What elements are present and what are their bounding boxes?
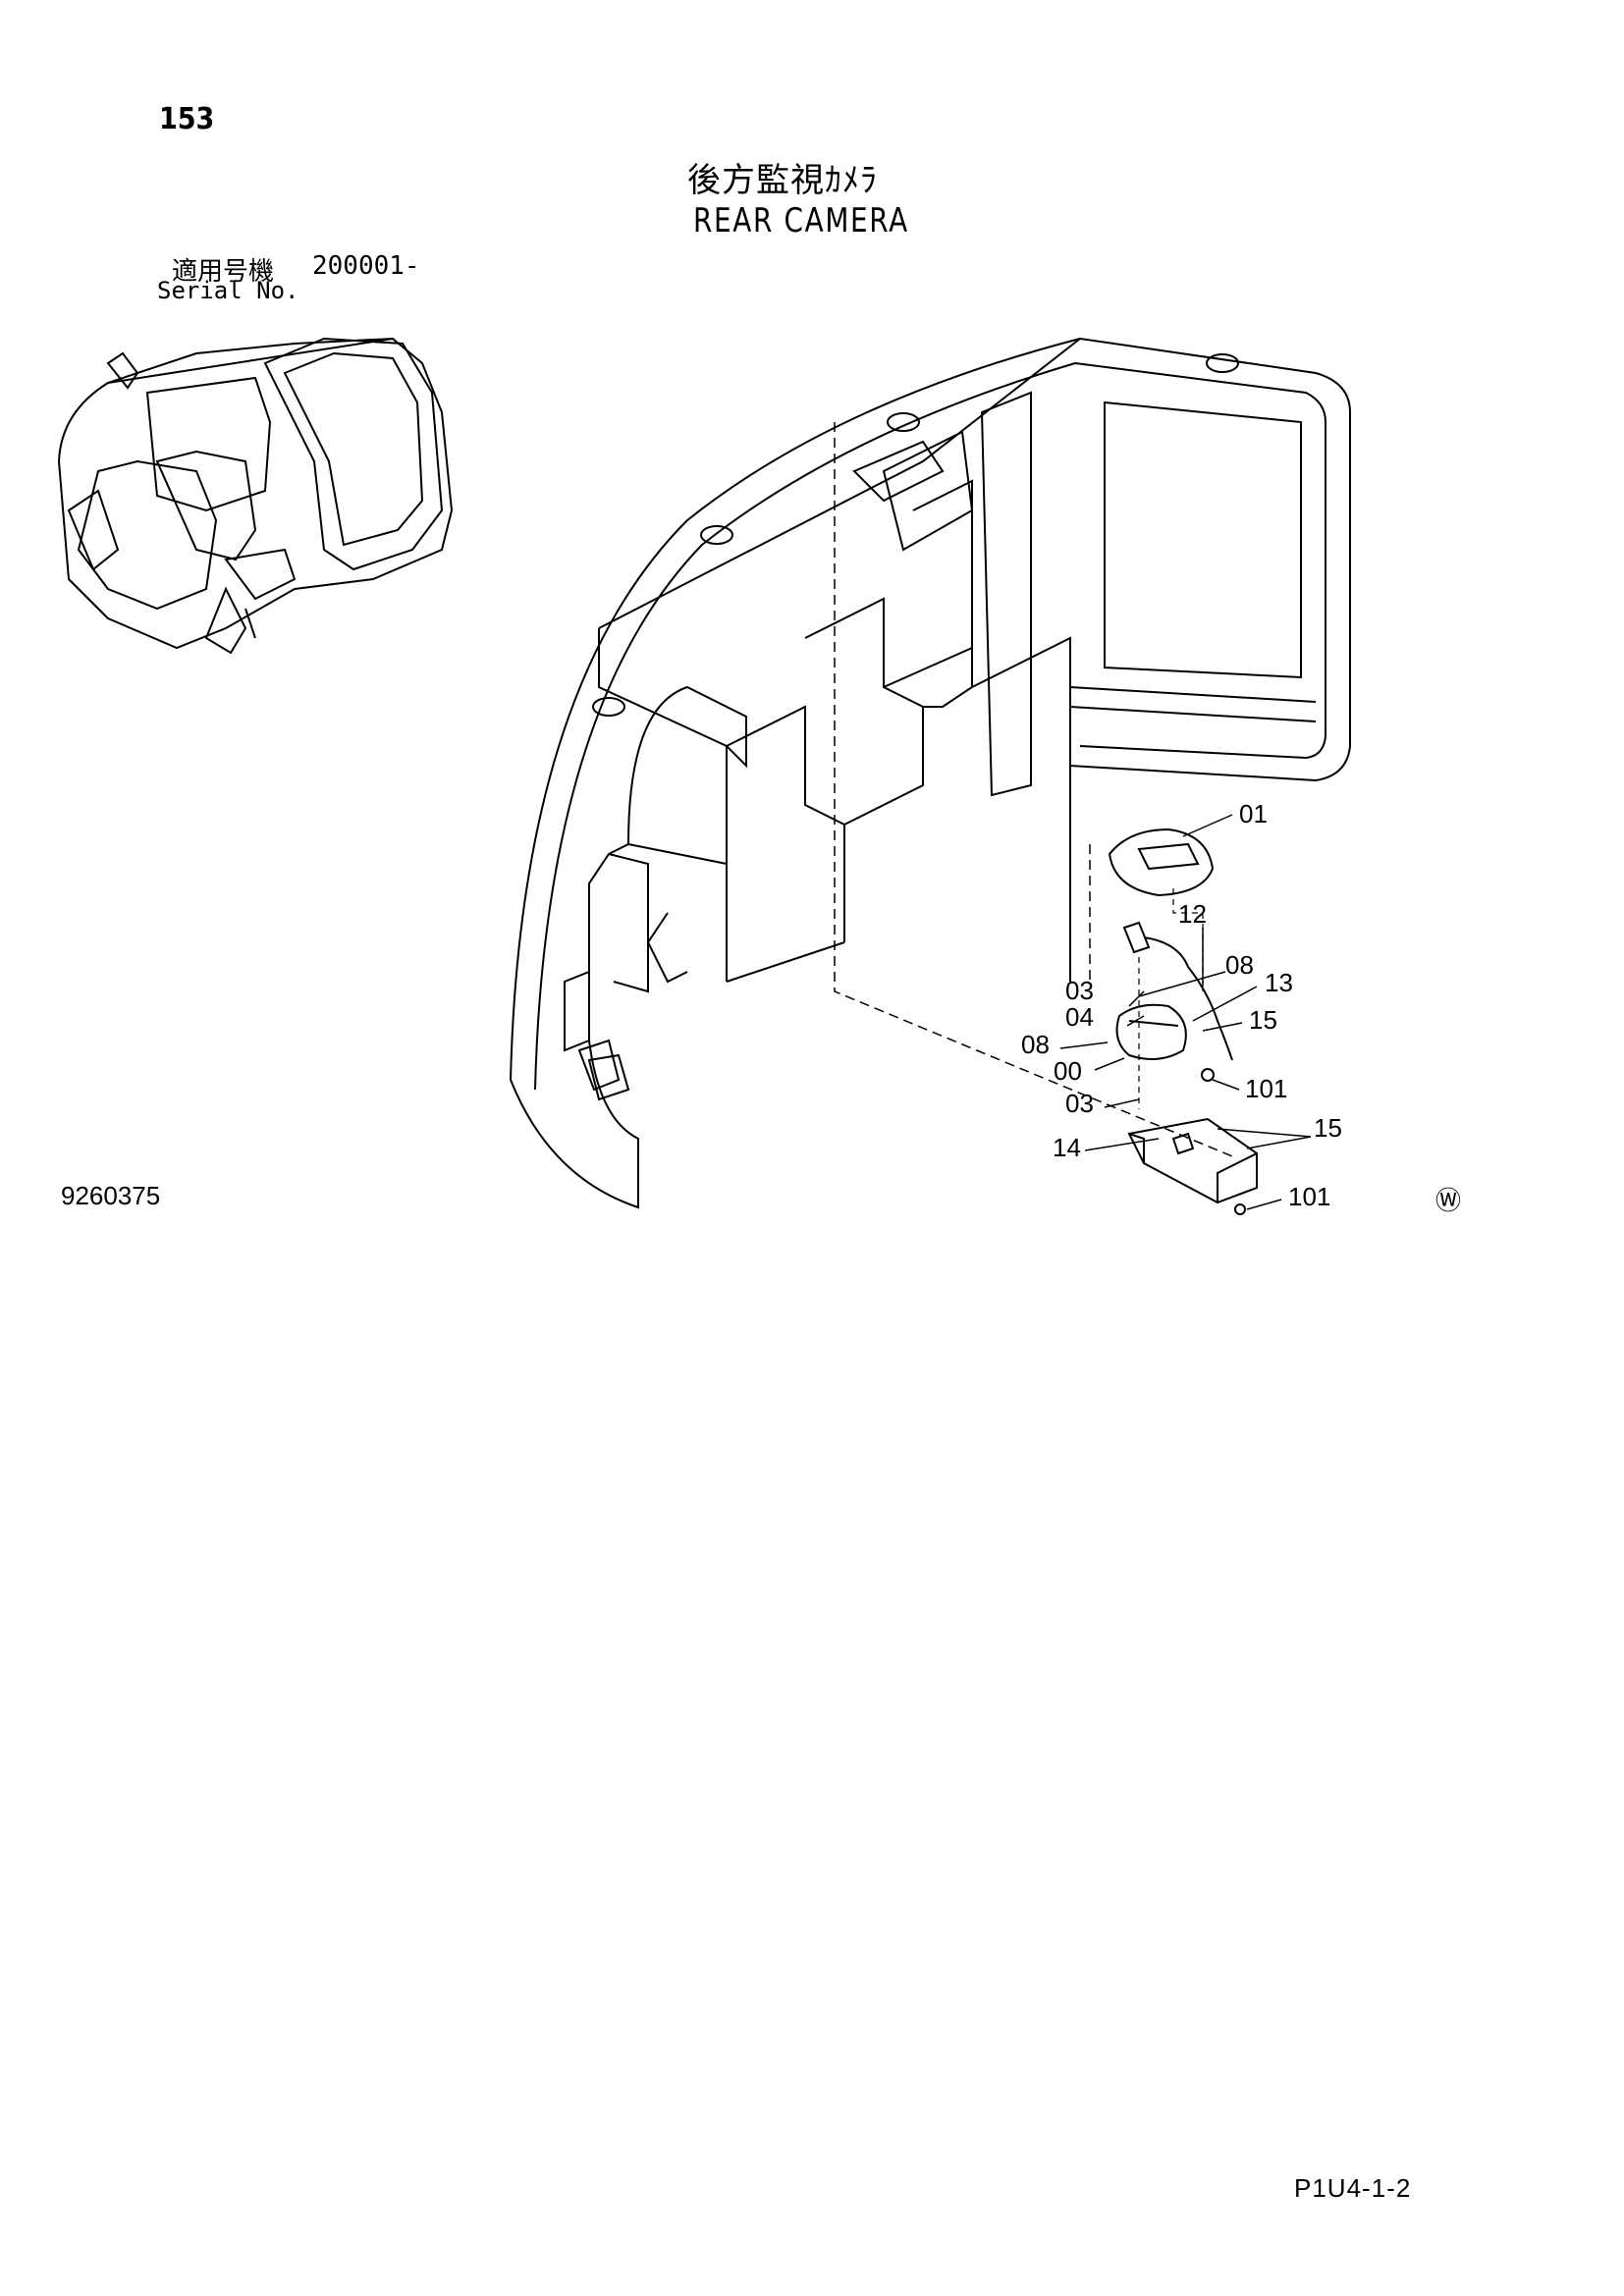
callout-14: 14 xyxy=(1053,1133,1081,1162)
title-english: REAR CAMERA xyxy=(693,201,909,240)
callout-03: 03 xyxy=(1065,976,1094,1005)
callout-08-second: 08 xyxy=(1021,1030,1050,1059)
drawing-number: 9260375 xyxy=(61,1181,161,1210)
serial-label-japanese: 適用号機 xyxy=(172,257,275,287)
callout-15-second: 15 xyxy=(1314,1113,1342,1143)
callout-03-second: 03 xyxy=(1065,1089,1094,1118)
title-japanese: 後方監視ｶﾒﾗ xyxy=(687,161,878,200)
callout-101: 101 xyxy=(1245,1074,1287,1103)
callout-13: 13 xyxy=(1265,968,1293,997)
machine-overview-thumbnail xyxy=(57,337,454,655)
callout-00: 00 xyxy=(1054,1056,1082,1086)
serial-value: 200001- xyxy=(312,251,420,281)
page-number: 153 xyxy=(159,102,215,136)
watermark-symbol: Ⓦ xyxy=(1435,1187,1462,1216)
callout-08: 08 xyxy=(1225,950,1254,980)
callout-04: 04 xyxy=(1065,1002,1094,1032)
rear-cover-assembly xyxy=(510,337,1351,1209)
camera-unit xyxy=(1122,921,1151,954)
camera-cover xyxy=(1108,828,1215,897)
footer-code: P1U4-1-2 xyxy=(1294,2173,1412,2203)
serial-label-english: Serial No. xyxy=(157,277,299,304)
camera-exploded-assembly xyxy=(1108,828,1258,1215)
callout-15: 15 xyxy=(1249,1005,1277,1035)
callout-01: 01 xyxy=(1239,799,1268,828)
callout-101-second: 101 xyxy=(1288,1182,1330,1211)
callout-12: 12 xyxy=(1178,899,1207,929)
mounting-plate xyxy=(1127,1117,1258,1204)
callout-leader-lines xyxy=(1059,814,1312,1210)
camera-bracket xyxy=(1115,1003,1187,1060)
